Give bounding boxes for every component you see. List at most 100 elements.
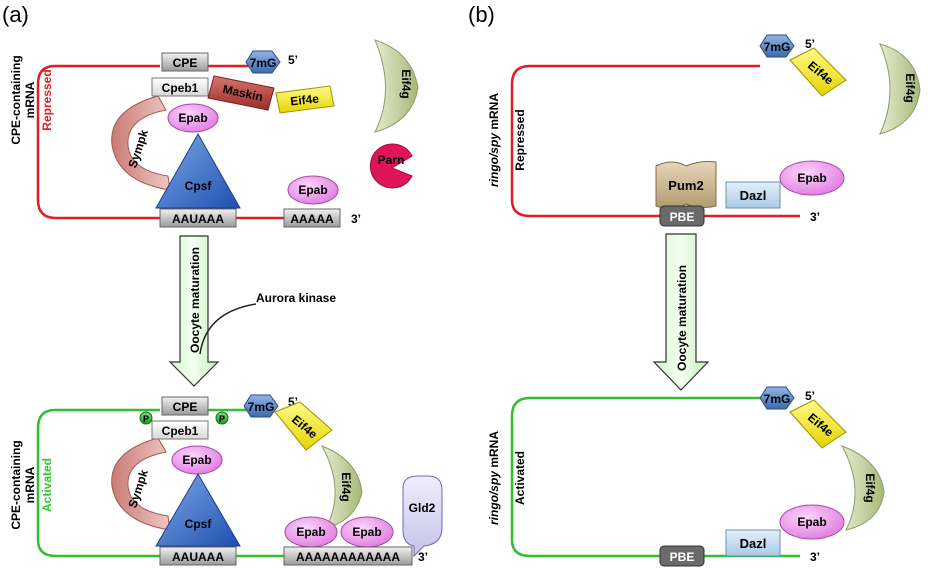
eif4g-label: Eif4g (903, 73, 917, 102)
state-label-repressed: Repressed (40, 69, 54, 130)
eif4e-protein (789, 399, 847, 449)
eif4g-label: Eif4g (339, 472, 353, 501)
oocyte-maturation-arrow (168, 235, 220, 387)
maskin-protein (207, 75, 275, 111)
phospho-label: P (219, 414, 225, 424)
three-prime-label: 3’ (351, 212, 361, 226)
mrna-word: mRNA (487, 93, 501, 133)
eif4g-protein (374, 39, 419, 133)
aurora-kinase-label: Aurora kinase (256, 291, 336, 305)
panel-a-activated: CPE-containing mRNA Activated Sympk CPE … (9, 394, 443, 566)
three-prime-label: 3’ (810, 210, 820, 224)
panel-a-repressed: CPE-containing mRNA Repressed Sympk CPE … (9, 39, 419, 228)
aauaaa-element (159, 546, 237, 566)
cpeb1-protein (151, 420, 209, 440)
pum2-label: Pum2 (668, 178, 703, 193)
panel-label-a: (a) (2, 2, 29, 27)
three-prime-label: 3’ (418, 550, 428, 564)
pbe-element (659, 205, 705, 227)
epab-label: Epab (182, 453, 211, 467)
panel-label-b: (b) (468, 2, 495, 27)
eif4g-label: Eif4g (863, 473, 877, 502)
polya-tail (283, 208, 341, 228)
eif4g-protein (879, 43, 921, 135)
state-label-activated: Activated (513, 451, 527, 505)
five-prime-label: 5’ (288, 53, 298, 67)
five-prime-label: 5’ (805, 37, 815, 51)
eif4e-label: Eif4e (290, 92, 320, 109)
cap-7mg (245, 50, 281, 74)
oocyte-maturation-label: Oocyte maturation (188, 247, 202, 353)
aauaaa-label: AAUAAA (172, 212, 224, 226)
gene-name: ringo/spy (487, 132, 501, 187)
dazl-label: Dazl (740, 188, 767, 203)
three-prime-label: 3’ (810, 550, 820, 564)
five-prime-label: 5’ (288, 395, 298, 409)
mrna-strand-repressed (36, 64, 160, 220)
panel-b-maturation-arrow: Oocyte maturation (652, 233, 710, 391)
pbe-element (659, 545, 705, 567)
parn-label: Parn (378, 153, 405, 167)
pbe-label: PBE (670, 210, 695, 224)
cap-label: 7mG (764, 40, 791, 54)
side-label-gene: ringo/spy mRNA (487, 93, 501, 187)
cap-label: 7mG (250, 56, 277, 70)
cap-label: 7mG (764, 392, 791, 406)
mrna-strand-activated (36, 408, 160, 558)
side-label-gene: ringo/spy mRNA (487, 431, 501, 525)
mrna-strand-activated (510, 396, 760, 558)
parn-protein (369, 143, 413, 189)
cap-label: 7mG (248, 400, 275, 414)
eif4g-protein (320, 445, 363, 529)
aurora-kinase-pointer (199, 303, 257, 355)
state-label-repressed: Repressed (513, 109, 527, 170)
phospho-marker (215, 411, 229, 425)
epab-label: Epab (797, 515, 826, 529)
aauaaa-element (159, 208, 237, 228)
cap-7mg (759, 386, 795, 410)
cpe-label: CPE (173, 56, 198, 70)
side-label: CPE-containing (9, 440, 23, 529)
cpeb1-label: Cpeb1 (162, 81, 199, 95)
mrna-word: mRNA (487, 431, 501, 471)
dazl-protein (725, 181, 781, 209)
epab-protein (287, 175, 339, 205)
polya-label: AAAAAAAAAAAA (296, 550, 400, 564)
epab-protein (779, 160, 845, 196)
cpe-label: CPE (173, 400, 198, 414)
cpsf-protein (155, 473, 241, 547)
epab-label: Epab (298, 183, 327, 197)
epab-label: Epab (296, 525, 325, 539)
cap-7mg (243, 394, 279, 418)
gld2-label: Gld2 (409, 501, 436, 515)
side-label: mRNA (23, 466, 37, 503)
cpeb1-protein (151, 77, 209, 97)
panel-a-maturation-arrow: Oocyte maturation Aurora kinase (168, 235, 336, 387)
state-label-activated: Activated (40, 458, 54, 512)
epab-protein (167, 103, 219, 133)
side-label: CPE-containing (9, 55, 23, 144)
five-prime-label: 5’ (805, 389, 815, 403)
eif4e-protein (274, 401, 333, 451)
cpsf-label: Cpsf (185, 517, 213, 531)
gene-name: ringo/spy (487, 470, 501, 525)
eif4e-protein (789, 47, 847, 97)
pbe-label: PBE (670, 550, 695, 564)
cpe-element (161, 396, 209, 416)
panel-b-activated: ringo/spy mRNA Activated 7mG 5’ Eif4e Ei… (487, 386, 885, 567)
cpe-element (161, 52, 209, 72)
panel-b-repressed: ringo/spy mRNA Repressed 7mG 5’ Eif4e Ei… (487, 34, 921, 227)
dazl-label: Dazl (740, 536, 767, 551)
oocyte-maturation-label: Oocyte maturation (675, 265, 689, 371)
cap-7mg (759, 34, 795, 58)
cpsf-protein (155, 132, 241, 209)
polya-label: AAAAA (290, 212, 334, 226)
eif4g-protein (840, 445, 885, 531)
eif4g-label: Eif4g (399, 69, 413, 98)
polya-tail (283, 546, 413, 566)
epab-protein (779, 504, 845, 540)
phospho-label: P (143, 414, 149, 424)
mrna-strand-repressed (510, 64, 760, 218)
aauaaa-label: AAUAAA (172, 550, 224, 564)
